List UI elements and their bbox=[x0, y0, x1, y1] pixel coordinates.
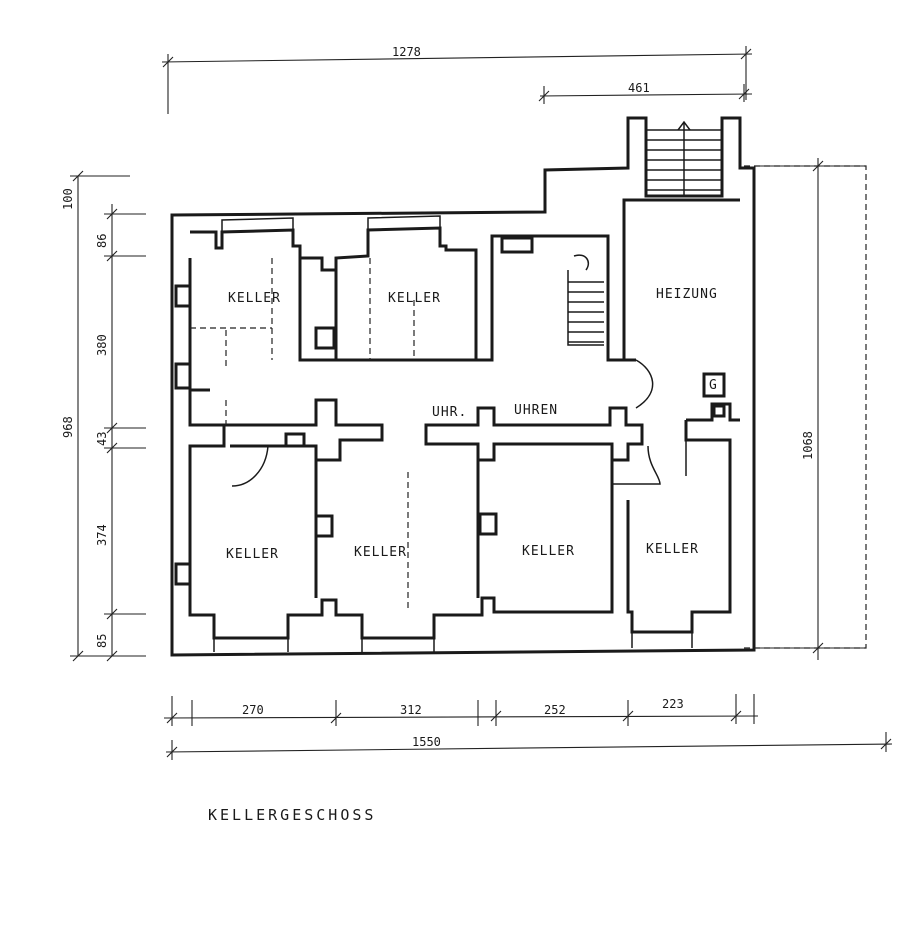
room-label-keller-5: KELLER bbox=[522, 544, 575, 559]
drawing-title: KELLERGESCHOSS bbox=[208, 806, 376, 824]
dim-left-100: 100 bbox=[61, 188, 75, 210]
interior-walls bbox=[174, 200, 740, 652]
room-label-keller-4: KELLER bbox=[354, 545, 407, 560]
stairs bbox=[567, 120, 722, 346]
dim-bottom-252: 252 bbox=[544, 703, 566, 717]
dim-bottom-223: 223 bbox=[662, 697, 684, 711]
dim-left-86: 86 bbox=[95, 234, 109, 248]
dim-left-374: 374 bbox=[95, 524, 109, 546]
doors bbox=[231, 359, 687, 487]
dim-left-total: 968 bbox=[61, 416, 75, 438]
room-label-keller-1: KELLER bbox=[228, 291, 281, 306]
room-labels: KELLER KELLER HEIZUNG UHR. UHREN KELLER … bbox=[226, 287, 718, 562]
dim-left-43: 43 bbox=[95, 432, 109, 446]
room-label-keller-3: KELLER bbox=[226, 547, 279, 562]
room-label-heizung: HEIZUNG bbox=[656, 287, 718, 302]
room-label-uhr: UHR. bbox=[432, 405, 467, 420]
dim-top-total: 1278 bbox=[392, 45, 421, 59]
room-label-keller-2: KELLER bbox=[388, 291, 441, 306]
dim-left-380: 380 bbox=[95, 334, 109, 356]
dim-bottom-total: 1550 bbox=[412, 735, 441, 749]
dim-left-85: 85 bbox=[95, 634, 109, 648]
dim-right-total: 1068 bbox=[801, 431, 815, 460]
room-label-keller-6: KELLER bbox=[646, 542, 699, 557]
dimension-texts: 1278 461 968 100 86 380 43 374 85 1068 2… bbox=[61, 45, 815, 749]
room-label-uhren: UHREN bbox=[514, 403, 558, 418]
gas-meter-symbol: G bbox=[709, 378, 718, 393]
dim-top-right: 461 bbox=[628, 81, 650, 95]
dim-bottom-270: 270 bbox=[242, 703, 264, 717]
dim-bottom-312: 312 bbox=[400, 703, 422, 717]
dimension-lines bbox=[70, 46, 893, 760]
outer-walls bbox=[170, 116, 756, 657]
